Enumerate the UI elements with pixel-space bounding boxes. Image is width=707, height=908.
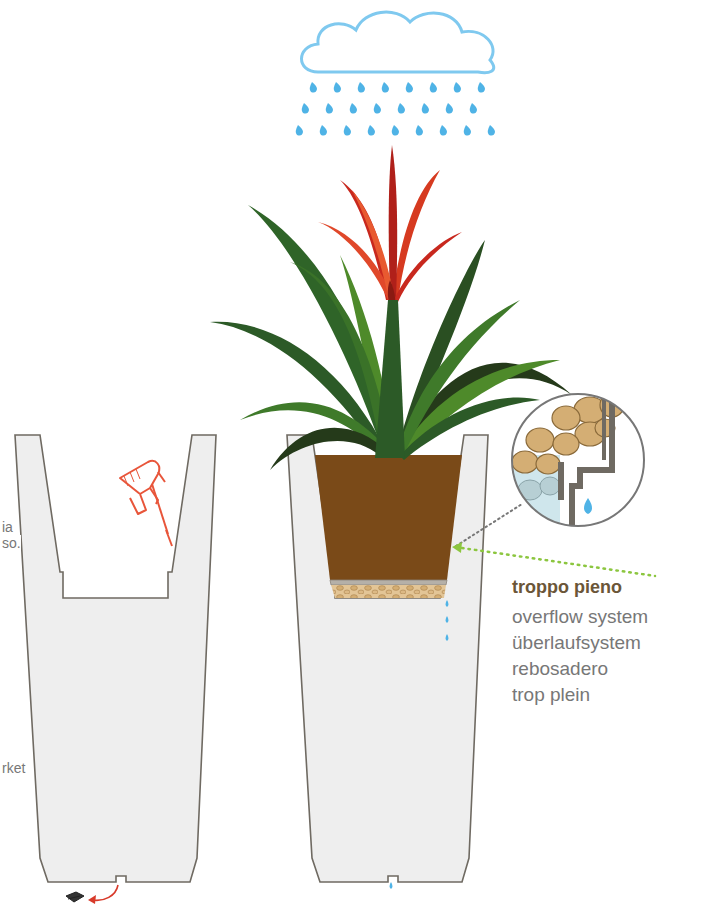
plant-base	[375, 300, 405, 458]
rain-drop	[446, 103, 453, 114]
cropped-label: ia	[2, 519, 13, 536]
rain-drop	[350, 103, 357, 114]
rain-drop	[296, 125, 303, 136]
overflow-drips	[390, 600, 449, 889]
drill-icon	[120, 461, 172, 546]
planter-right	[287, 435, 488, 882]
rain-drop	[358, 82, 365, 93]
magnifier-circle	[512, 394, 644, 526]
rain-drop	[464, 125, 471, 136]
rain-drop	[344, 125, 351, 136]
rain-drop	[440, 125, 447, 136]
callout-pointer	[462, 548, 655, 576]
filter-layer	[330, 580, 447, 585]
plug-arrow	[92, 885, 118, 900]
callout-arrowhead	[452, 542, 462, 553]
rain-drop	[302, 103, 309, 114]
callout-text: trop plein	[512, 684, 590, 707]
callout-title: troppo pieno	[512, 577, 622, 599]
rain-drop	[398, 103, 405, 114]
rain-drop	[368, 125, 375, 136]
rain-drop	[406, 82, 413, 93]
rain-drop	[478, 82, 485, 93]
plug-arrowhead	[88, 895, 96, 904]
rain-drop	[334, 82, 341, 93]
gravel	[331, 585, 446, 598]
rain-drop	[422, 103, 429, 114]
rain-drop	[470, 103, 477, 114]
rain-drop	[416, 125, 423, 136]
rain-drop	[310, 82, 317, 93]
cropped-label: rket	[2, 760, 25, 777]
rain-drop	[382, 82, 389, 93]
planter-left	[15, 435, 216, 882]
callout-text: überlaufsystem	[512, 632, 641, 655]
rain-drop	[430, 82, 437, 93]
drain-plug	[66, 892, 84, 902]
rain-drop	[320, 125, 327, 136]
red-bracts	[318, 145, 462, 320]
rain-drop	[326, 103, 333, 114]
rain-drops	[296, 82, 495, 136]
rain-drop	[488, 125, 495, 136]
soil	[315, 455, 462, 580]
magnifier-rim	[512, 394, 644, 526]
magnifier-detail	[505, 393, 624, 530]
callout-text: overflow system	[512, 606, 648, 629]
rain-drop	[454, 82, 461, 93]
callout-text: rebosadero	[512, 658, 608, 681]
rain-drop	[374, 103, 381, 114]
magnifier-leader	[456, 504, 522, 546]
cropped-label: so.	[2, 535, 21, 552]
cloud	[302, 12, 494, 73]
rain-drop	[392, 125, 399, 136]
